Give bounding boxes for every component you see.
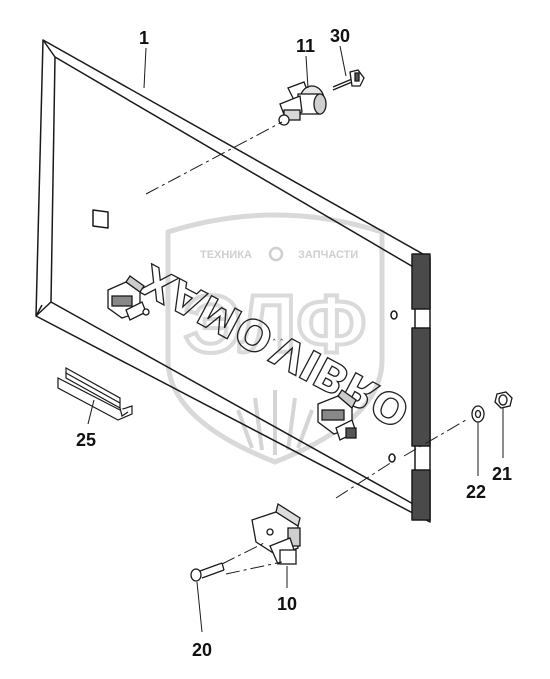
- callout-22: 22: [466, 482, 486, 502]
- key: [332, 69, 365, 91]
- seal-strip: [57, 366, 133, 421]
- hinge-upper: [107, 275, 150, 321]
- panel-edge-block-bottom: [411, 469, 431, 521]
- assembly-centerlines: [145, 121, 467, 575]
- watermark-logo-letters: ЭЛФ: [184, 279, 367, 370]
- watermark-shield-shape: [165, 212, 385, 465]
- mounting-hole: [390, 310, 398, 320]
- nut: [494, 391, 513, 409]
- watermark-right-word: ЗАПЧАСТИ: [298, 249, 358, 261]
- callout-1: 1: [139, 28, 149, 48]
- gear-icon: [268, 246, 284, 262]
- callout-labels: 1 11 30 25 22 21 10 20: [76, 26, 512, 660]
- callout-30: 30: [330, 26, 350, 46]
- callout-21: 21: [492, 464, 512, 484]
- callout-20: 20: [192, 640, 212, 660]
- svg-text:ˆ ˆ: ˆ ˆ: [272, 338, 284, 349]
- hinge-bracket: [251, 502, 301, 565]
- lock-cylinder: [278, 81, 327, 126]
- leader-lines: [87, 45, 504, 633]
- panel-outer-edge: [35, 39, 431, 523]
- panel-square-mark: [92, 209, 109, 229]
- mounting-hole: [388, 453, 396, 463]
- wheat-icon: [236, 390, 314, 455]
- washer: [471, 405, 485, 423]
- hinge-lower: [317, 389, 357, 441]
- panel-edge-block-middle: [411, 327, 431, 447]
- callout-11: 11: [296, 36, 315, 56]
- panel-edge-block-top: [411, 253, 431, 310]
- callout-25: 25: [76, 430, 96, 450]
- screw: [190, 562, 225, 582]
- callout-10: 10: [277, 594, 297, 614]
- watermark-left-word: ТЕХНИКА: [200, 249, 252, 261]
